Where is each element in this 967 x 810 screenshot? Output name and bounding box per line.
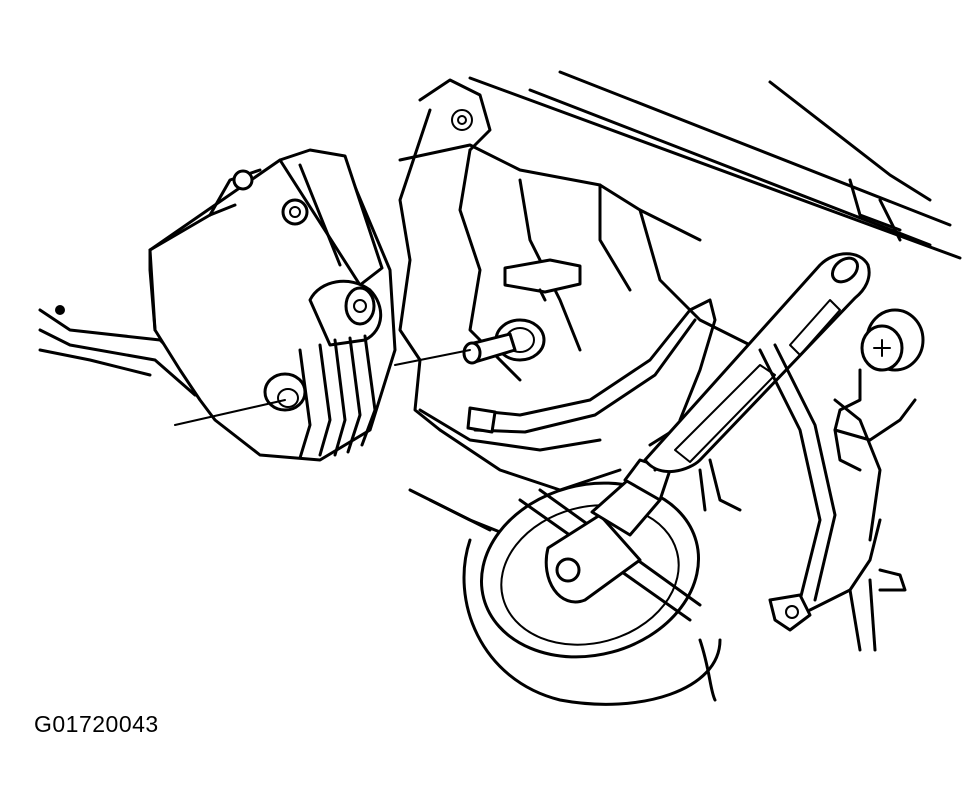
right-bracket-link (758, 343, 907, 652)
actuator-shaft-outlet (462, 318, 546, 365)
figure-code: G01720043 (34, 711, 159, 737)
linkage-rod (544, 418, 702, 604)
mode-door-actuator (148, 148, 397, 462)
mounting-screw-right (833, 308, 925, 472)
heater-case-housing (398, 78, 762, 542)
alignment-lines (174, 349, 471, 426)
control-cable (466, 298, 717, 434)
upper-frame-panel (468, 70, 962, 260)
door-lever-arm (643, 252, 871, 512)
